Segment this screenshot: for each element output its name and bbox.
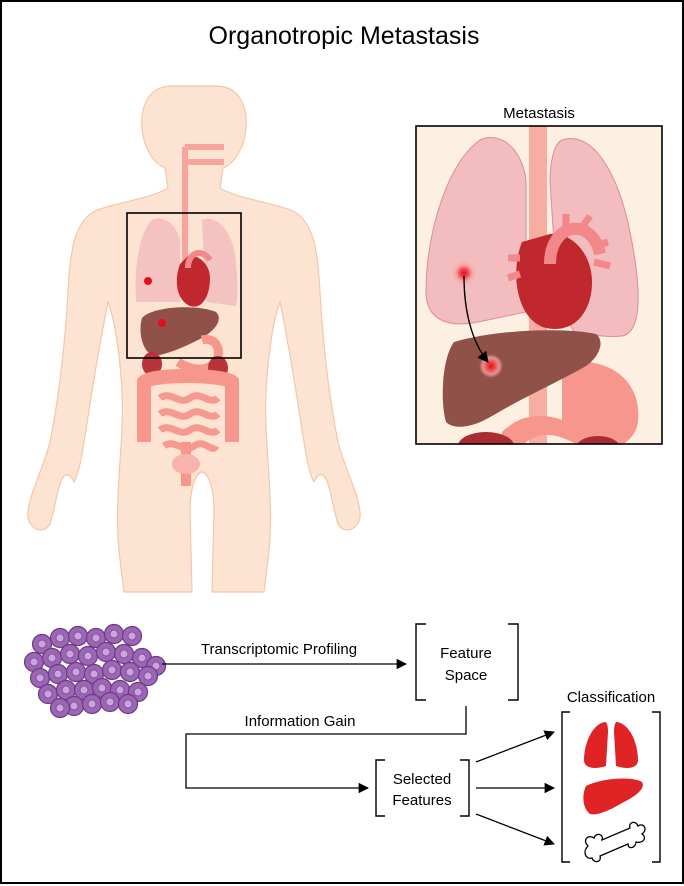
inset-stomach — [502, 361, 639, 444]
tumor-cell-nucleus — [127, 631, 137, 641]
zoom-box — [126, 212, 242, 359]
tumor-cell-nucleus — [137, 653, 147, 663]
tumor-cell-nucleus — [119, 649, 129, 659]
tumor-cell-nucleus — [35, 673, 45, 683]
cell-cluster — [23, 623, 167, 719]
inset-kidney-left — [458, 432, 514, 444]
tumor-cell-nucleus — [37, 639, 47, 649]
inset-frame — [415, 125, 663, 445]
tumor-cell-nucleus — [143, 671, 153, 681]
tumor-cell-nucleus — [107, 665, 117, 675]
human-body — [27, 85, 361, 593]
tumor-cell-nucleus — [109, 629, 119, 639]
aortic-arch — [185, 250, 213, 269]
tumor-cell-nucleus — [115, 685, 125, 695]
classification-box — [561, 711, 661, 863]
selected-features-box — [375, 759, 470, 817]
large-intestine — [137, 369, 239, 442]
tumor-cell-nucleus — [53, 669, 63, 679]
lung-class-icon — [584, 722, 638, 768]
spread-arrow — [463, 275, 489, 363]
metastasis-inset — [415, 125, 663, 445]
selected-features-line1: Selected — [393, 771, 451, 788]
tumor-cell-nucleus — [105, 697, 115, 707]
inset-liver-tumor — [479, 354, 503, 378]
tumor-cell-nucleus — [61, 685, 71, 695]
tumor-cell-nucleus — [55, 703, 65, 713]
tumor-cell-nucleus — [43, 689, 53, 699]
tumor-cell-nucleus — [47, 653, 57, 663]
tumor-cell-nucleus — [87, 699, 97, 709]
inset-kidney-right — [577, 436, 619, 444]
tumor-cell-nucleus — [123, 699, 133, 709]
bladder — [172, 454, 200, 474]
information-gain-label: Information Gain — [245, 713, 356, 730]
tumor-cell-nucleus — [97, 683, 107, 693]
tumor-cell-nucleus — [71, 667, 81, 677]
tumor-cell-nucleus — [55, 633, 65, 643]
tumor-cell-nucleus — [79, 685, 89, 695]
inset-title: Metastasis — [503, 105, 575, 122]
tumor-cell-nucleus — [65, 649, 75, 659]
tumor-cell-nucleus — [73, 631, 83, 641]
tumor-cell-nucleus — [133, 687, 143, 697]
left-lung — [202, 218, 238, 306]
lung-tumor-dot — [144, 277, 152, 285]
small-intestine — [157, 392, 221, 452]
liver — [140, 307, 219, 356]
tumor-cell-nucleus — [89, 669, 99, 679]
inset-heart — [516, 233, 592, 329]
feature-space-box — [415, 623, 519, 701]
liver-class-icon — [583, 778, 643, 815]
classification-label: Classification — [567, 689, 655, 706]
feature-space-line1: Feature — [440, 645, 492, 662]
inset-vessels — [506, 213, 611, 282]
inset-right-lung — [425, 137, 527, 325]
information-gain-path — [185, 706, 467, 794]
tumor-cell-nucleus — [29, 657, 39, 667]
inset-lung-tumor — [452, 261, 476, 285]
bone-class-icon — [584, 821, 646, 863]
selected-features-line2: Features — [392, 792, 451, 809]
feature-space-line2: Space — [445, 667, 488, 684]
transcriptomic-profiling-label: Transcriptomic Profiling — [201, 641, 357, 658]
tumor-cell-nucleus — [125, 667, 135, 677]
tumor-cell-nucleus — [91, 633, 101, 643]
page-title: Organotropic Metastasis — [209, 22, 480, 50]
arrow-to-lung-class — [475, 730, 555, 763]
heart — [176, 255, 210, 307]
liver-tumor-dot — [158, 319, 166, 327]
tumor-cell-nucleus — [101, 647, 111, 657]
tumor-cell-nucleus — [83, 651, 93, 661]
arrow-to-bone-class — [475, 813, 555, 846]
tumor-cell-nucleus — [69, 701, 79, 711]
